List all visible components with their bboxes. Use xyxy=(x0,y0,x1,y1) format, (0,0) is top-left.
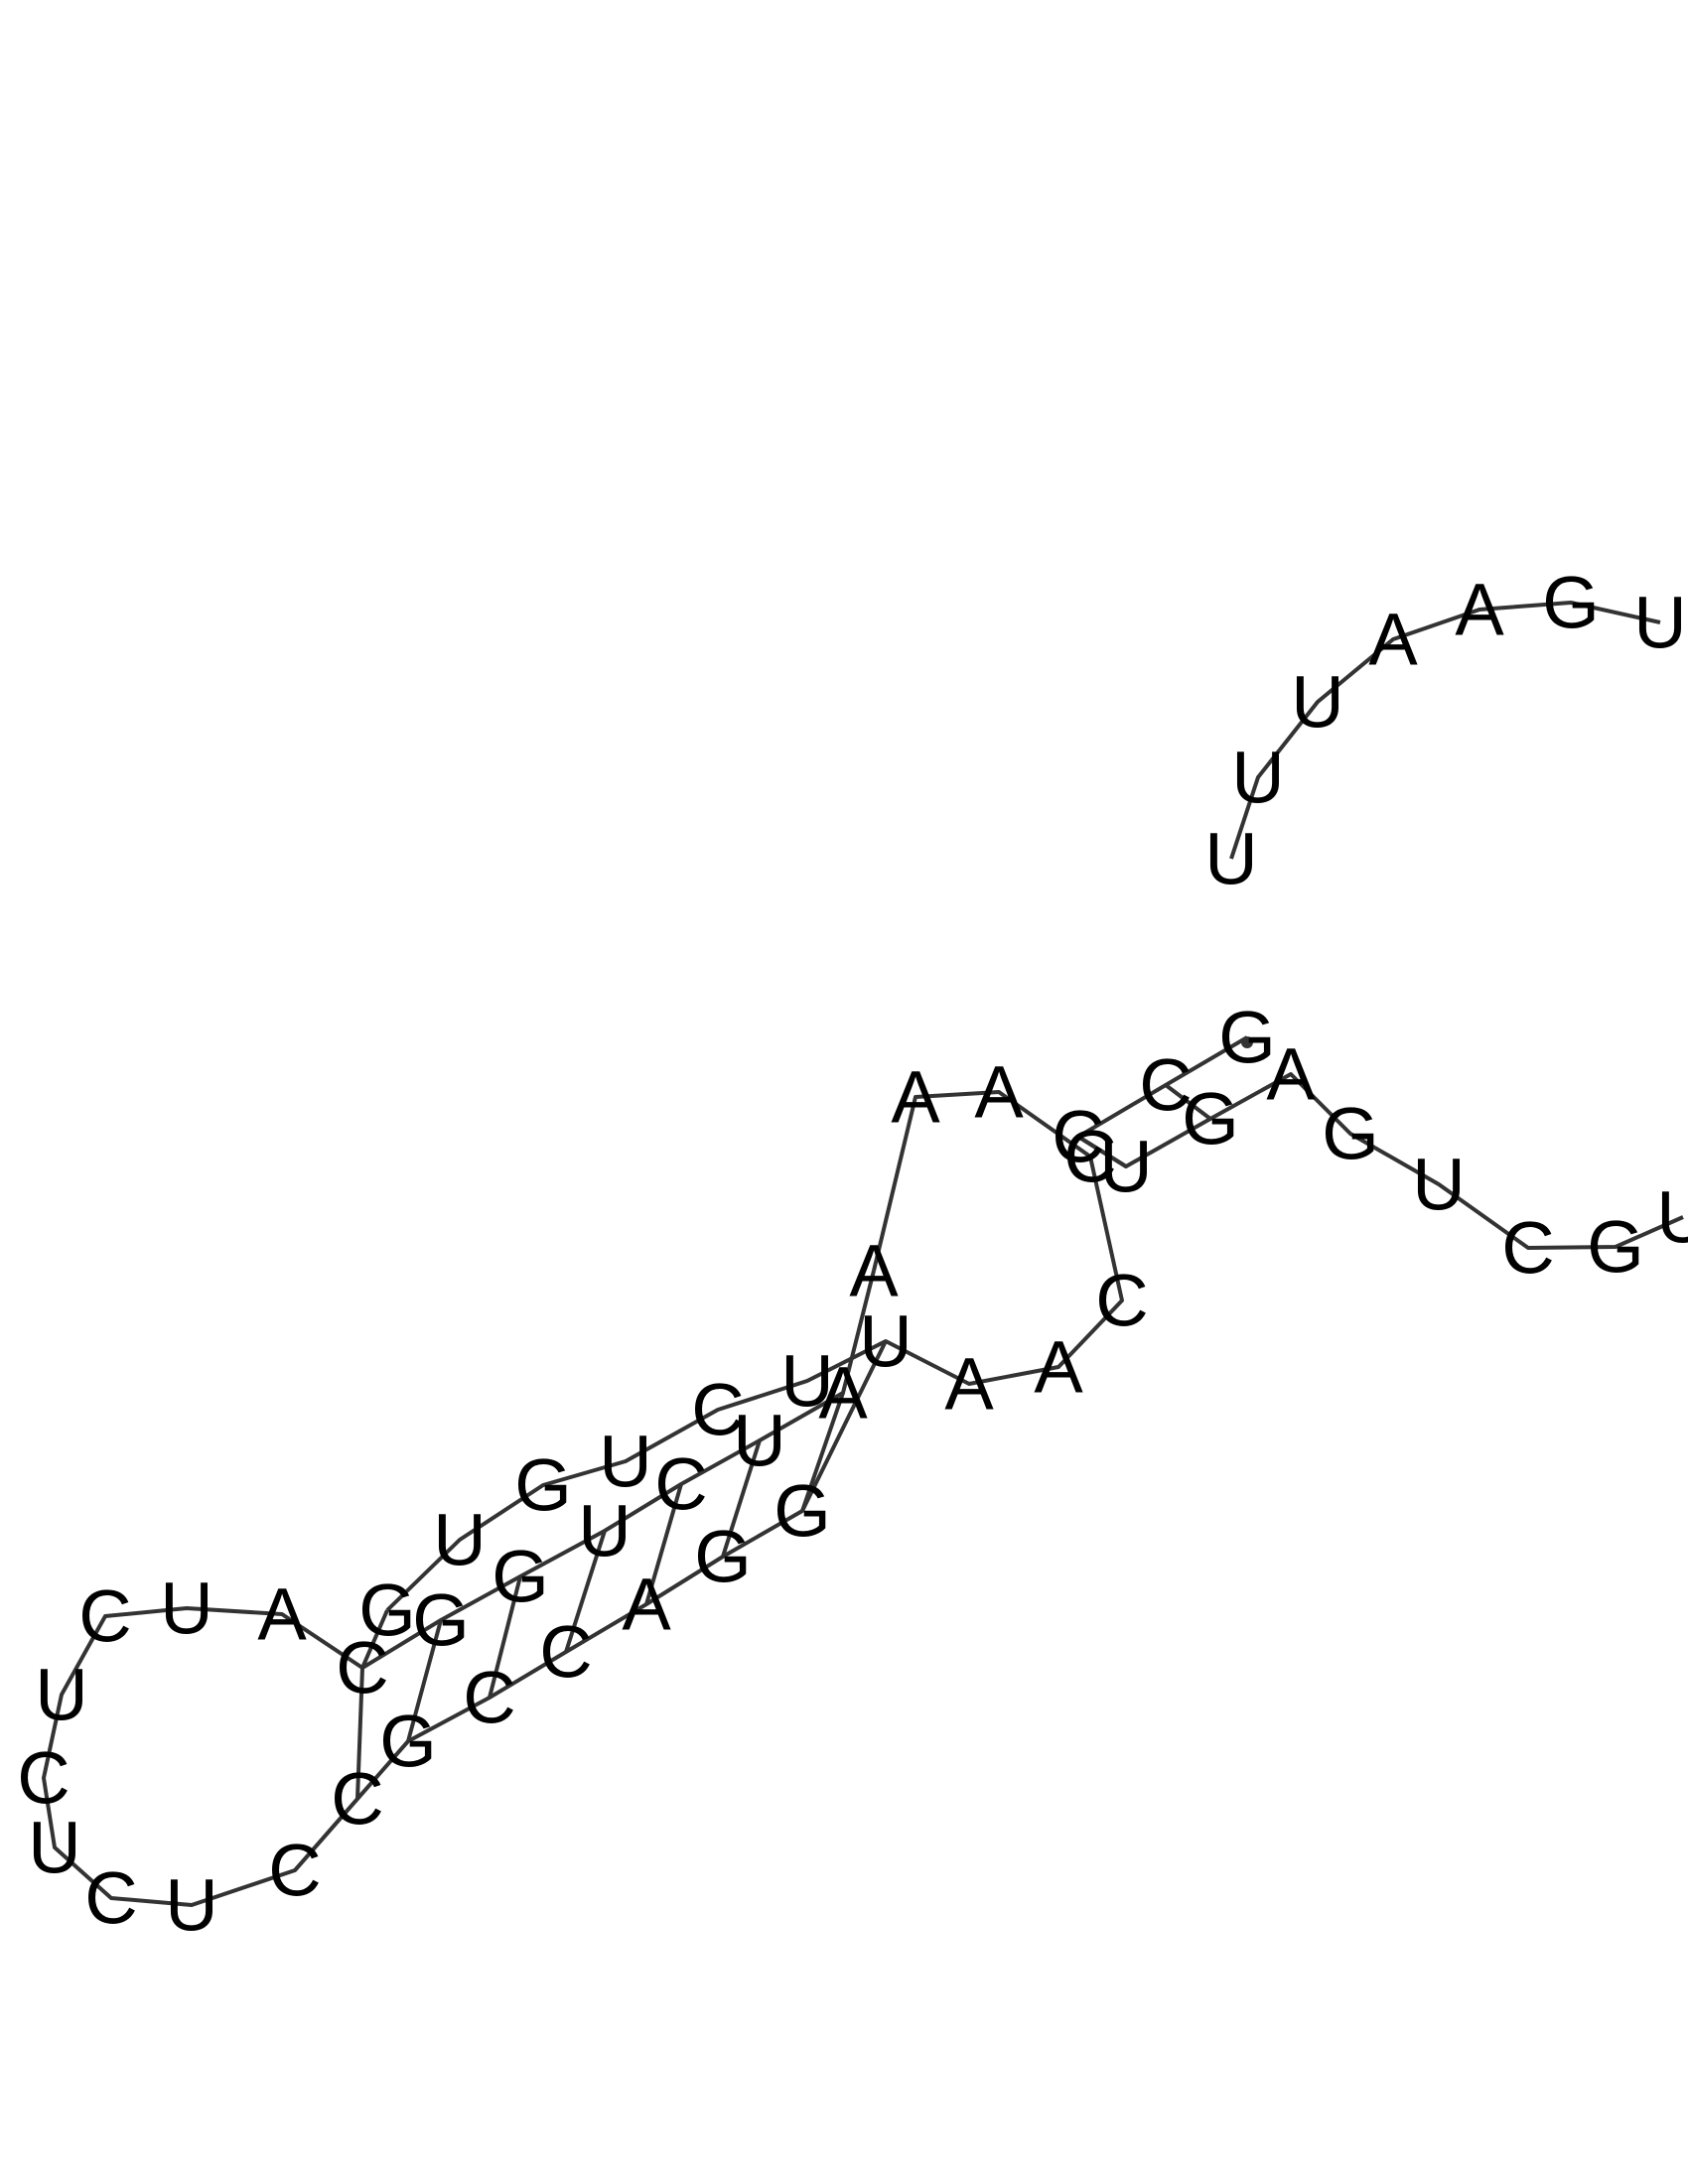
nucleotide-2: U xyxy=(1231,737,1284,819)
nucleotide-34: U xyxy=(165,1864,217,1947)
nucleotide-54: G xyxy=(694,1516,752,1598)
nucleotide-13: A xyxy=(1266,1033,1316,1116)
nucleotide-43: G xyxy=(412,1579,470,1662)
base-pair-bond xyxy=(406,1619,443,1742)
nucleotide-16: C xyxy=(1501,1207,1554,1290)
nucleotide-45: U xyxy=(578,1490,631,1572)
base-pair-bond xyxy=(721,1439,762,1558)
nucleotide-35: C xyxy=(84,1857,137,1940)
nucleotide-6: G xyxy=(1542,562,1600,644)
base-pair-bond xyxy=(1164,1083,1212,1121)
nucleotide-24: A xyxy=(944,1343,994,1426)
nucleotide-40: U xyxy=(160,1568,212,1650)
five-prime-marker xyxy=(1241,1036,1253,1048)
nucleotide-25: U xyxy=(859,1300,912,1383)
nucleotide-15: U xyxy=(1412,1144,1465,1226)
nucleotide-11: U xyxy=(1099,1126,1152,1208)
nucleotide-53: A xyxy=(622,1564,671,1646)
nucleotide-18: U xyxy=(1656,1176,1688,1259)
nucleotide-47: U xyxy=(733,1400,785,1482)
nucleotide-9: C xyxy=(1139,1044,1192,1127)
nucleotide-12: G xyxy=(1182,1078,1239,1160)
nucleotide-19: A xyxy=(891,1056,940,1139)
nucleotide-10: C xyxy=(1052,1096,1104,1178)
links-layer xyxy=(42,601,1684,1907)
nucleotide-3: U xyxy=(1291,661,1343,744)
nucleotide-4: A xyxy=(1368,599,1418,681)
nucleotide-26: U xyxy=(780,1340,833,1423)
nucleotide-32: C xyxy=(331,1758,383,1841)
base-pair-bond xyxy=(564,1530,607,1653)
base-pair-bond xyxy=(800,1392,845,1512)
nucleotide-27: C xyxy=(691,1369,744,1451)
nucleotide-37: C xyxy=(17,1737,70,1820)
nucleotide-36: U xyxy=(28,1807,80,1889)
nucleotide-44: G xyxy=(492,1536,549,1618)
nucleotide-22: C xyxy=(1095,1260,1148,1342)
nucleotide-42: C xyxy=(336,1627,388,1709)
nucleotide-17: G xyxy=(1587,1206,1644,1289)
base-pair-bond xyxy=(1076,1135,1128,1168)
nucleotide-28: U xyxy=(599,1421,651,1503)
nucleotide-31: G xyxy=(358,1570,416,1652)
nucleotide-46: C xyxy=(654,1443,707,1526)
nucleotide-30: U xyxy=(433,1499,486,1581)
nucleotide-23: A xyxy=(1034,1326,1083,1409)
base-pair-bond xyxy=(644,1483,683,1605)
nucleotide-39: C xyxy=(78,1575,131,1658)
backbone-segment xyxy=(1229,601,1661,860)
nucleotide-51: C xyxy=(463,1657,515,1739)
backbone-segment xyxy=(355,1340,888,1801)
nucleotide-50: G xyxy=(379,1701,437,1783)
nucleotide-29: G xyxy=(514,1444,572,1527)
nucleotide-14: G xyxy=(1322,1093,1379,1175)
nucleotide-48: A xyxy=(818,1352,868,1434)
nucleotide-52: C xyxy=(539,1611,592,1694)
nucleotide-7: U xyxy=(1633,582,1686,664)
backbone-segment xyxy=(1076,1035,1684,1250)
base-pair-bond xyxy=(488,1575,522,1699)
nucleotide-38: U xyxy=(35,1654,87,1736)
nucleotide-1: U xyxy=(1204,818,1257,900)
nucleotide-55: G xyxy=(774,1470,831,1553)
nucleotide-33: C xyxy=(268,1830,321,1912)
nucleotide-20: A xyxy=(974,1051,1024,1134)
backbone-segment xyxy=(42,1606,364,1907)
nucleotide-8: G xyxy=(1218,997,1276,1079)
nucleotide-49: A xyxy=(849,1230,899,1312)
backbone-segment xyxy=(385,1090,1124,1612)
nucleotide-41: A xyxy=(257,1573,307,1656)
nucleotide-21: C xyxy=(1063,1116,1116,1198)
nucleotide-5: A xyxy=(1455,569,1504,651)
